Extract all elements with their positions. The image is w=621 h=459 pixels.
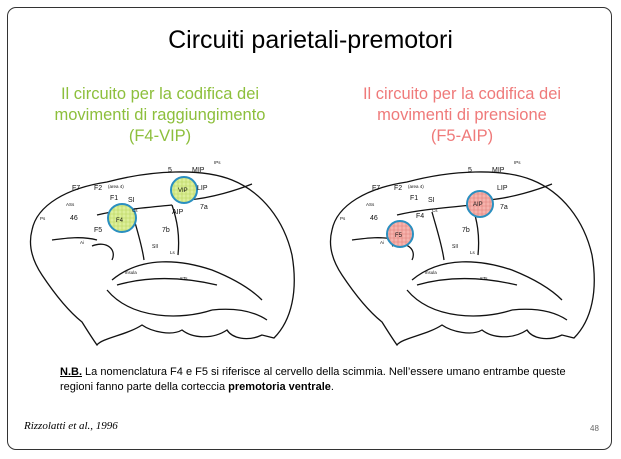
left-subtitle: Il circuito per la codifica dei moviment… — [20, 84, 300, 147]
label-ips: IPs — [214, 160, 221, 165]
label-as: ASs — [66, 202, 75, 207]
right-subtitle-line1: Il circuito per la codifica dei — [362, 85, 562, 103]
label-ips: IPs — [514, 160, 521, 165]
label-f1: F1 — [110, 195, 118, 202]
label-f1: F1 — [410, 195, 418, 202]
citation: Rizzolatti et al., 1996 — [24, 420, 118, 432]
label-f2: F2 — [394, 185, 402, 192]
label-f2: F2 — [94, 185, 102, 192]
label-sts: STs — [480, 276, 488, 281]
slide-title: Circuiti parietali-premotori — [168, 26, 453, 54]
label-ps: Ps — [340, 216, 346, 221]
note-text: La nomenclatura F4 e F5 si riferisce al … — [60, 366, 566, 393]
label-f5: F5 — [94, 227, 102, 234]
label-f7: F7 — [372, 185, 380, 192]
brain-diagram-left: F7 F2 (area 4) F1 SI 5 MIP IPs LIP VIP A… — [29, 160, 295, 347]
label-cs: Cs — [432, 208, 438, 213]
left-subtitle-line1: Il circuito per la codifica dei — [60, 85, 260, 103]
label-mip: MIP — [492, 167, 505, 174]
label-7a: 7a — [200, 204, 208, 211]
right-subtitle: Il circuito per la codifica dei moviment… — [322, 84, 602, 147]
label-si: SI — [428, 197, 435, 204]
left-subtitle-line2: movimenti di raggiungimento — [54, 106, 266, 124]
brain-diagram-right: F7 F2 (area 4) F1 SI 5 MIP IPs LIP AIP 7… — [329, 160, 595, 347]
label-insula: insula — [125, 270, 137, 275]
label-ls: Ls — [470, 250, 476, 255]
label-ai: Ai — [380, 240, 384, 245]
label-lip: LIP — [497, 185, 508, 192]
slide-frame — [7, 7, 612, 450]
label-7b: 7b — [162, 227, 170, 234]
note-bold: premotoria ventrale — [228, 381, 331, 393]
label-sts: STs — [180, 276, 188, 281]
label-46: 46 — [370, 215, 378, 222]
label-area4: (area 4) — [408, 184, 424, 189]
right-subtitle-line2: movimenti di prensione — [377, 106, 547, 124]
left-subtitle-line3: (F4-VIP) — [128, 127, 192, 145]
label-5: 5 — [168, 167, 172, 174]
label-ai: Ai — [80, 240, 84, 245]
label-lip: LIP — [197, 185, 208, 192]
note-nb: N.B. — [60, 366, 82, 378]
label-7a: 7a — [500, 204, 508, 211]
label-ls: Ls — [170, 250, 176, 255]
label-f5: F5 — [395, 233, 403, 239]
label-as: ASs — [366, 202, 375, 207]
label-area4: (area 4) — [108, 184, 124, 189]
vip-area-circle — [170, 176, 198, 204]
label-mip: MIP — [192, 167, 205, 174]
label-cs: Cs — [132, 208, 138, 213]
page-number: 48 — [590, 424, 599, 433]
label-f7: F7 — [72, 185, 80, 192]
label-f4: F4 — [116, 218, 124, 224]
footnote: N.B. La nomenclatura F4 e F5 si riferisc… — [60, 365, 580, 395]
label-insula: insula — [425, 270, 437, 275]
right-subtitle-line3: (F5-AIP) — [430, 127, 494, 145]
aip-area-circle — [466, 190, 494, 218]
label-46: 46 — [70, 215, 78, 222]
brain-outline — [29, 171, 295, 347]
label-aip: AIP — [473, 202, 483, 208]
label-sii: SII — [452, 244, 458, 250]
label-ps: Ps — [40, 216, 46, 221]
brain-outline — [329, 171, 595, 347]
label-7b: 7b — [462, 227, 470, 234]
label-f4: F4 — [416, 213, 424, 220]
label-si: SI — [128, 197, 135, 204]
f5-area-circle — [386, 220, 414, 248]
label-aip: AIP — [172, 209, 184, 216]
label-sii: SII — [152, 244, 158, 250]
note-end: . — [330, 381, 334, 393]
f4-area-circle — [107, 203, 137, 233]
label-5: 5 — [468, 167, 472, 174]
label-vip: VIP — [178, 188, 188, 194]
